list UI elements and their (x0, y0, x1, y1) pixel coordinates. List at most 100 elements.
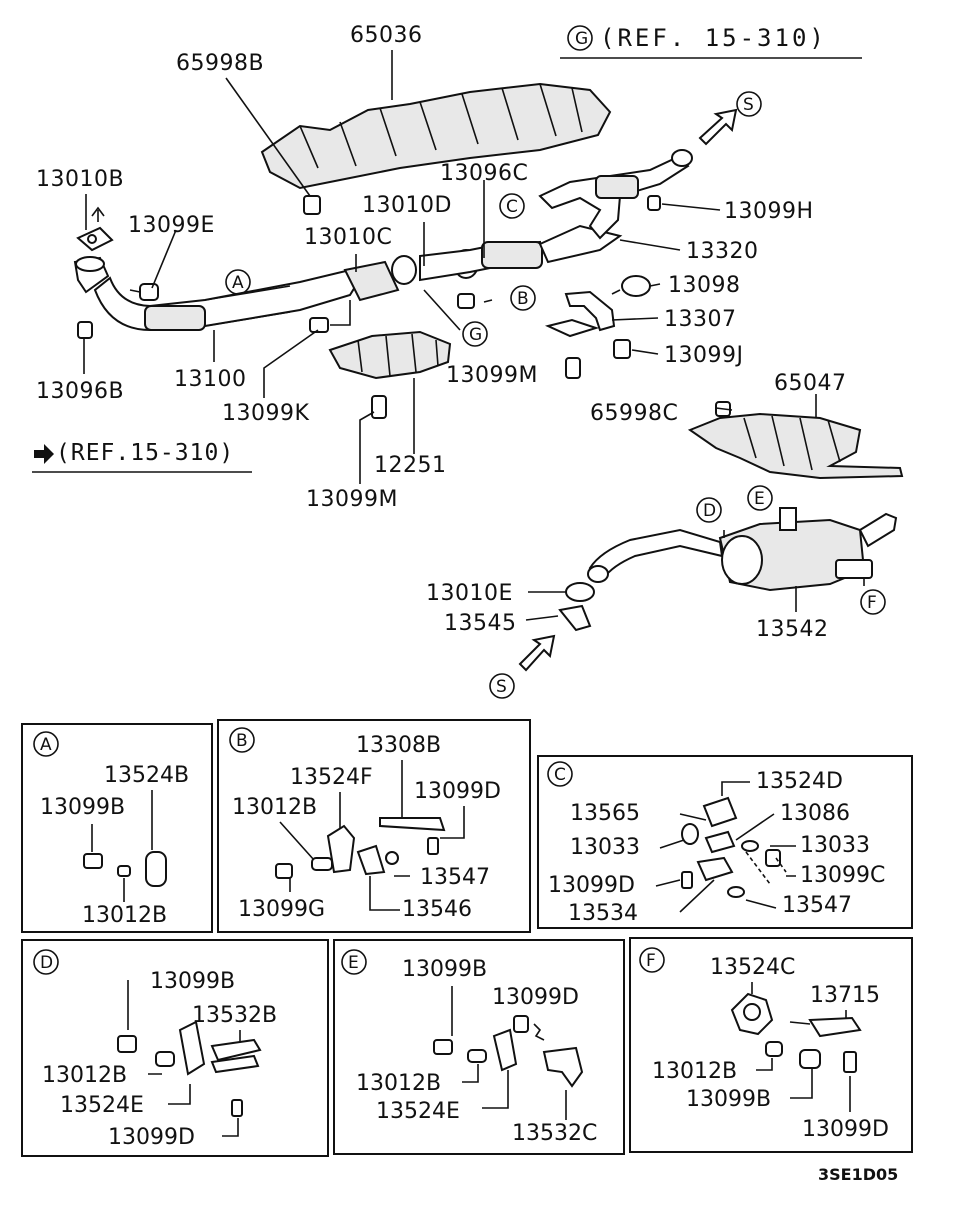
circle-s-bottom: S (496, 677, 507, 697)
label-13010E: 13010E (426, 581, 513, 606)
box-c-13099D: 13099D (548, 873, 635, 898)
box-f-13524C: 13524C (710, 955, 795, 980)
bolt-13099M-upper (565, 357, 581, 379)
arrow-s-top (698, 108, 738, 146)
ref-top: G (REF. 15-310) (560, 24, 862, 59)
detail-box-b: B 13308B 13524F 13099D 13012B 13547 1309… (217, 719, 531, 933)
box-e-13524E: 13524E (376, 1099, 460, 1124)
label-13099J: 13099J (664, 343, 743, 368)
box-f-13012B: 13012B (652, 1059, 737, 1084)
detail-box-d: D 13099B 13532B 13012B 13524E 13099D (21, 939, 329, 1157)
box-b-13099G: 13099G (238, 897, 325, 922)
label-65036: 65036 (350, 23, 423, 48)
front-pipe-13100 (73, 256, 360, 332)
gasket-13010E (565, 582, 595, 602)
box-c-13086: 13086 (780, 801, 850, 826)
box-c-letter: C (554, 765, 566, 785)
label-65047: 65047 (774, 371, 847, 396)
box-c-13565: 13565 (570, 801, 640, 826)
label-13099M-lower: 13099M (306, 487, 398, 512)
box-d-letter: D (40, 953, 53, 973)
box-d-13012B: 13012B (42, 1063, 127, 1088)
box-c-13524D: 13524D (756, 769, 843, 794)
box-c-13033-right: 13033 (800, 833, 870, 858)
bolt-13099E (129, 283, 159, 301)
bolt-13099J (613, 339, 631, 359)
label-12251: 12251 (374, 453, 447, 478)
heat-shield-65036 (260, 82, 612, 190)
box-f-13099B: 13099B (686, 1087, 771, 1112)
label-13545: 13545 (444, 611, 517, 636)
box-a-13524B: 13524B (104, 763, 189, 788)
bolt-13099K (309, 317, 329, 333)
box-a-letter: A (40, 735, 52, 755)
box-f-letter: F (646, 951, 656, 971)
label-13096C: 13096C (440, 161, 528, 186)
main-circles: A B C D E F G S S (225, 91, 886, 699)
box-e-13012B: 13012B (356, 1071, 441, 1096)
leader-lines-main (83, 50, 865, 621)
detail-box-c: C 13524D 13565 13086 13033 13033 13099C … (537, 755, 913, 929)
circle-c: C (506, 197, 518, 217)
main-labels: 65036 65998B 13010B 13099E 13096C 13010D… (36, 23, 847, 642)
label-13098: 13098 (668, 273, 741, 298)
box-d-13524E: 13524E (60, 1093, 144, 1118)
nut-13096C (457, 293, 475, 309)
label-13099E: 13099E (128, 213, 215, 238)
circle-s-top: S (743, 95, 754, 115)
label-13010B: 13010B (36, 167, 124, 192)
hanger-13307 (544, 290, 616, 338)
label-13542: 13542 (756, 617, 829, 642)
box-b-13308B: 13308B (356, 733, 441, 758)
diagram-code: 3SE1D05 (818, 1165, 898, 1184)
circle-a: A (232, 273, 244, 293)
nut-13096B (77, 321, 93, 339)
box-b-13099D: 13099D (414, 779, 501, 804)
detail-box-a: A 13524B 13099B 13012B (21, 723, 213, 933)
label-13010C: 13010C (304, 225, 392, 250)
box-c-13099C: 13099C (800, 863, 885, 888)
box-d-13099D: 13099D (108, 1125, 195, 1150)
box-e-13099B: 13099B (402, 957, 487, 982)
muffler-13542 (587, 507, 898, 592)
label-13099M-upper: 13099M (446, 363, 538, 388)
label-65998B: 65998B (176, 51, 264, 76)
label-13099K: 13099K (222, 401, 309, 426)
heat-shield-65047 (687, 412, 904, 480)
label-13100: 13100 (174, 367, 247, 392)
ref-left-label: (REF.15-310) (56, 440, 234, 466)
box-b-13547: 13547 (420, 865, 490, 890)
box-e-13532C: 13532C (512, 1121, 597, 1146)
label-13320: 13320 (686, 239, 759, 264)
label-13099H: 13099H (724, 199, 814, 224)
box-b-letter: B (236, 731, 248, 751)
box-b-13012B: 13012B (232, 795, 317, 820)
circle-d: D (703, 501, 716, 521)
circle-f: F (867, 593, 877, 613)
box-b-13524F: 13524F (290, 765, 373, 790)
box-e-13099D: 13099D (492, 985, 579, 1010)
box-d-13099B: 13099B (150, 969, 235, 994)
gasket-13010B (76, 206, 114, 252)
box-d-13532B: 13532B (192, 1003, 277, 1028)
circle-g-ref-label: G (575, 29, 588, 49)
arrow-s-bottom (518, 634, 556, 672)
label-65998C: 65998C (590, 401, 678, 426)
detail-box-f: F 13524C 13715 13012B 13099B 13099D (629, 937, 913, 1153)
bolt-13099H (647, 195, 661, 211)
bolt-13099M-lower (371, 395, 387, 419)
circle-g: G (469, 325, 482, 345)
box-e-letter: E (348, 953, 359, 973)
box-f-13099D: 13099D (802, 1117, 889, 1142)
box-b-13546: 13546 (402, 897, 472, 922)
box-a-13099B: 13099B (40, 795, 125, 820)
box-f-13715: 13715 (810, 983, 880, 1008)
detail-box-e: E 13099B 13099D 13012B 13524E 13532C (333, 939, 625, 1155)
spring-13545 (558, 604, 592, 632)
center-pipe-section (343, 224, 623, 302)
circle-e: E (754, 489, 765, 509)
pipe-13320 (538, 149, 693, 240)
ref-left: (REF.15-310) (32, 440, 252, 473)
